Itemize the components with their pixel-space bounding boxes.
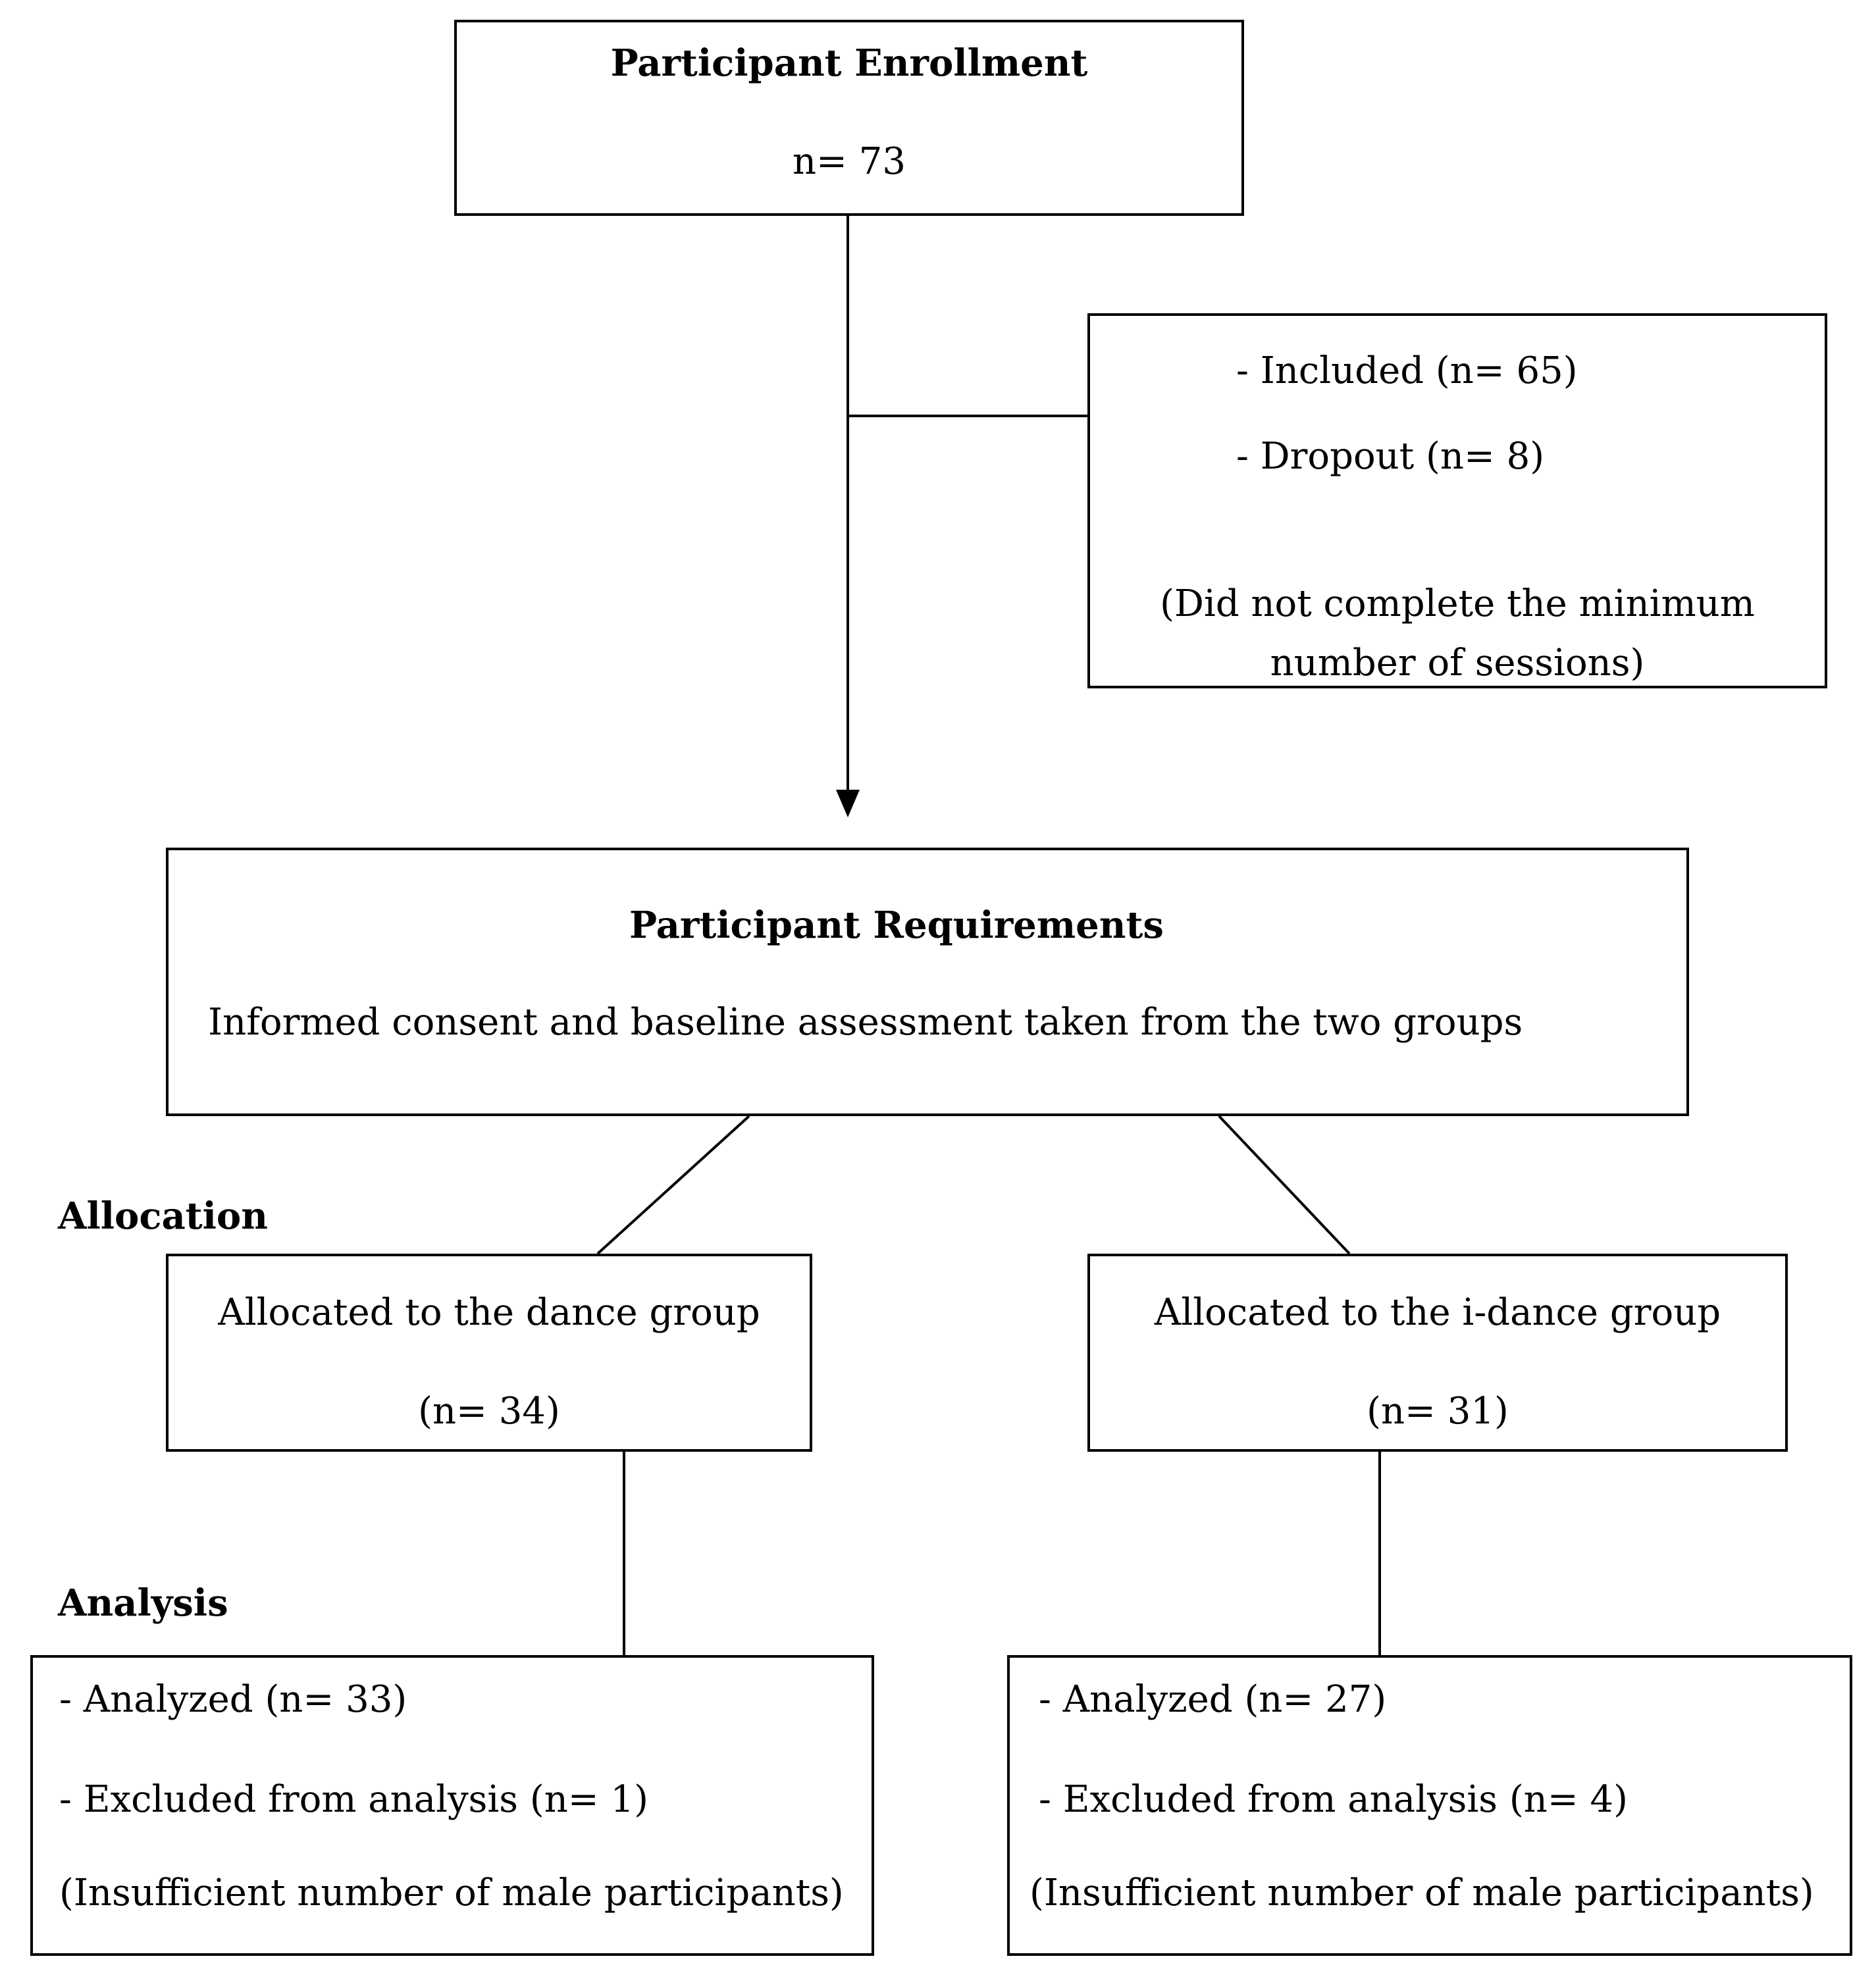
idance-exclusion-reason: (Insufficient number of male participant… xyxy=(1029,1872,1814,1914)
dropout-reason-line2: number of sessions) xyxy=(1270,642,1645,684)
requirements-box: Participant Requirements Informed consen… xyxy=(166,848,1689,1116)
idance-group-allocation-box: Allocated to the i-dance group (n= 31) xyxy=(1087,1254,1788,1452)
enrollment-box: Participant Enrollment n= 73 xyxy=(454,20,1244,216)
dance-group-allocation-box: Allocated to the dance group (n= 34) xyxy=(166,1254,812,1452)
dropout-box: - Included (n= 65) - Dropout (n= 8) (Did… xyxy=(1087,313,1827,688)
included-count: - Included (n= 65) xyxy=(1236,349,1578,392)
dropout-reason-line1: (Did not complete the minimum xyxy=(1160,582,1755,625)
dance-group-analysis-box: - Analyzed (n= 33) - Excluded from analy… xyxy=(30,1655,874,1956)
down-arrow-icon xyxy=(836,790,860,817)
dance-exclusion-reason: (Insufficient number of male participant… xyxy=(59,1872,844,1914)
enrollment-title: Participant Enrollment xyxy=(610,41,1088,85)
dance-analyzed-count: - Analyzed (n= 33) xyxy=(59,1678,407,1721)
requirements-description: Informed consent and baseline assessment… xyxy=(208,1001,1523,1044)
requirements-to-dance-line xyxy=(596,1115,750,1255)
requirements-title: Participant Requirements xyxy=(629,904,1164,947)
allocation-label: Allocation xyxy=(58,1194,268,1238)
idance-excluded-count: - Excluded from analysis (n= 4) xyxy=(1039,1778,1628,1821)
analysis-label: Analysis xyxy=(58,1581,228,1625)
enrollment-count: n= 73 xyxy=(792,140,906,183)
requirements-to-idance-line xyxy=(1218,1115,1351,1255)
idance-analyzed-count: - Analyzed (n= 27) xyxy=(1039,1678,1387,1721)
idance-group-count: (n= 31) xyxy=(1367,1390,1509,1433)
dropout-count: - Dropout (n= 8) xyxy=(1236,435,1545,478)
dance-group-label: Allocated to the dance group xyxy=(218,1291,760,1334)
idance-group-analysis-box: - Analyzed (n= 27) - Excluded from analy… xyxy=(1007,1655,1852,1956)
dance-excluded-count: - Excluded from analysis (n= 1) xyxy=(59,1778,648,1821)
idance-group-label: Allocated to the i-dance group xyxy=(1154,1291,1721,1334)
dance-group-count: (n= 34) xyxy=(418,1390,560,1433)
